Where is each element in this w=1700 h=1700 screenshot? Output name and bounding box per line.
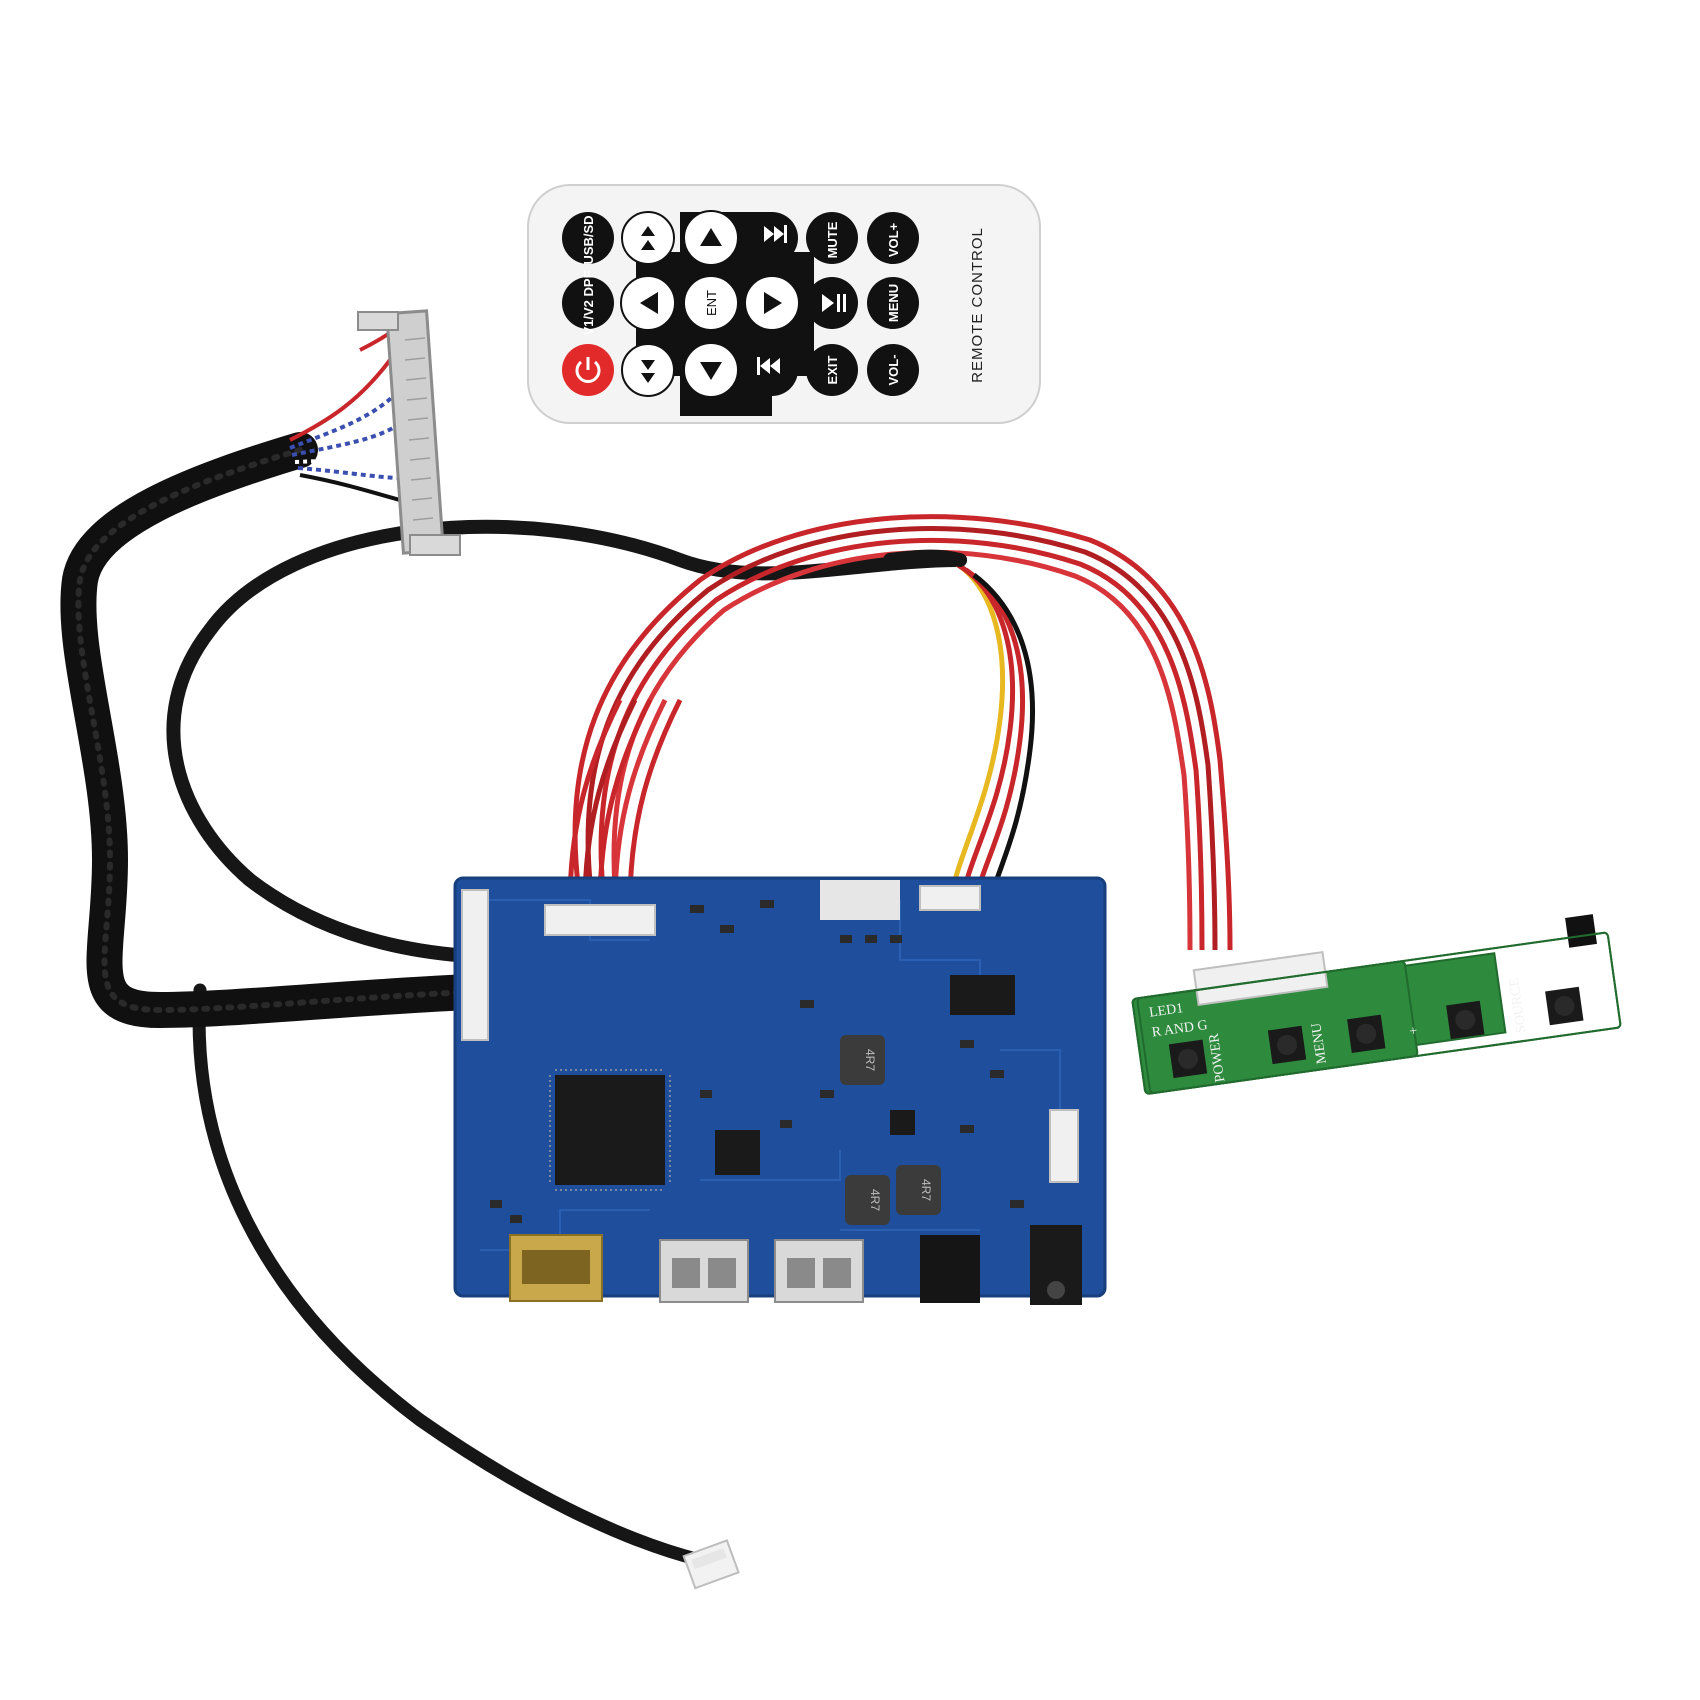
ent-label: ENT (704, 290, 719, 316)
mute-button (806, 212, 858, 264)
usb-sd-label: USB/SD (581, 215, 596, 264)
power-wires (883, 549, 1035, 901)
v1v2-dpf-label: V1/V2 DPF (581, 270, 596, 335)
double-up-icon (641, 226, 655, 250)
inductor-2: 4R7 (845, 1175, 890, 1225)
double-down-icon (641, 360, 655, 383)
exit-button (806, 344, 858, 396)
lvds-connector (357, 309, 461, 556)
inductor-1-mark: 4R7 (863, 1049, 877, 1071)
remote-control: USB/SD MUTE VOL+ V1/V2 DPF ENT MENU (527, 184, 1041, 424)
power-icon (575, 357, 601, 383)
menu-label: MENU (886, 284, 901, 322)
v1v2-dpf-button (562, 277, 614, 329)
long-cable-down (192, 983, 707, 1567)
red-bundle (567, 698, 683, 906)
dc-jack (920, 1235, 980, 1303)
vol-minus-button (867, 344, 919, 396)
keypad-board: LED1 R AND G POWER MENU + SOURCE (1131, 914, 1622, 1095)
keypad-led-label: LED1 (1148, 1001, 1184, 1021)
right-arrow-icon (764, 292, 782, 314)
keypad-pcb-overlay (1131, 931, 1622, 1095)
exit-label: EXIT (825, 355, 840, 384)
pcb-blue (453, 876, 1107, 1298)
inductor-3-mark: 4R7 (919, 1179, 933, 1201)
ent-button (683, 275, 739, 331)
vol-minus-label: VOL- (886, 354, 901, 385)
next-track-button (746, 212, 798, 264)
prev-track-button (746, 344, 798, 396)
inductor-3: 4R7 (896, 1165, 941, 1215)
vol-plus-label: VOL+ (886, 222, 901, 257)
keypad-menu-label: MENU (1309, 1022, 1330, 1065)
play-pause-icon (822, 294, 846, 312)
red-ribbon-keypad (572, 514, 1233, 951)
driver-board: 4R7 4R7 4R7 (453, 876, 1107, 1305)
mute-label: MUTE (825, 221, 840, 258)
next-track-icon (764, 225, 787, 243)
keypad-power-label: POWER (1207, 1032, 1229, 1083)
inductor-1: 4R7 (840, 1035, 885, 1085)
menu-button (867, 277, 919, 329)
left-arrow-icon (640, 292, 658, 314)
vol-plus-button (867, 212, 919, 264)
up-arrow-icon (700, 228, 722, 246)
page-up-button (621, 211, 675, 265)
remote-title: REMOTE CONTROL (969, 227, 986, 383)
ir-receiver (1565, 914, 1597, 948)
down-arrow-icon (700, 362, 722, 380)
usb-sd-button (562, 212, 614, 264)
prev-track-icon (757, 357, 780, 375)
keypad-buttons (1168, 986, 1584, 1079)
inductor-2-mark: 4R7 (868, 1189, 882, 1211)
keypad-plus-label: + (1408, 1024, 1418, 1040)
small-connector (682, 1539, 740, 1590)
main-chip (555, 1075, 665, 1185)
